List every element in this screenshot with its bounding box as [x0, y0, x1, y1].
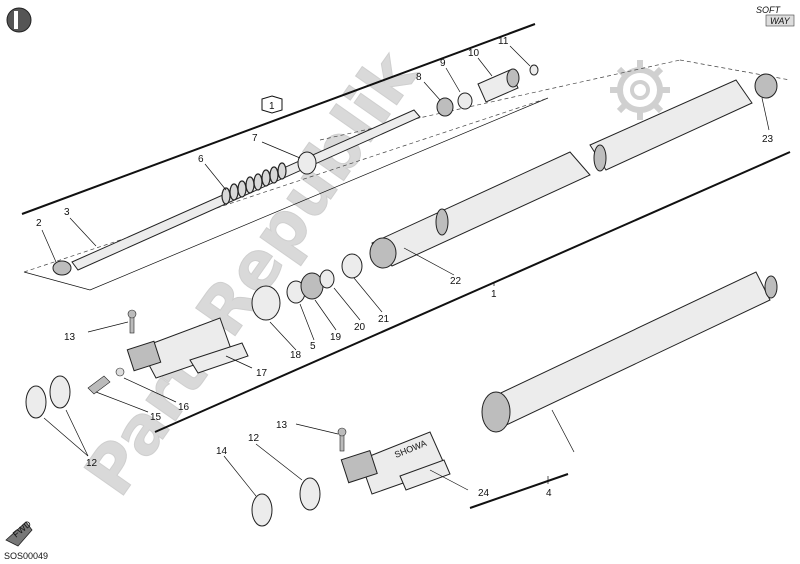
clamp-pair-left [25, 375, 71, 419]
callout-7: 7 [252, 133, 258, 144]
clamp-pair-bottom [251, 477, 321, 527]
callout-2: 2 [36, 218, 42, 229]
callout-14: 14 [216, 446, 228, 457]
assembly-marker-label: 1 [269, 101, 275, 112]
brand-top: SOFT [756, 5, 782, 15]
callout-13b: 13 [276, 420, 288, 431]
callout-1: 1 [491, 289, 497, 300]
leader-lines [41, 45, 770, 497]
bolt-13-upper [127, 309, 137, 334]
callout-24: 24 [478, 488, 490, 499]
callout-16: 16 [178, 402, 190, 413]
callout-12a: 12 [86, 458, 98, 469]
drawing-code: SOS00049 [4, 551, 48, 561]
callout-17: 17 [256, 368, 268, 379]
callout-12b: 12 [248, 433, 260, 444]
watermark: PartsRepublik [70, 36, 670, 510]
assembly-marker: 1 [261, 95, 283, 114]
callout-10: 10 [468, 48, 480, 59]
callout-13a: 13 [64, 332, 76, 343]
forward-arrow-icon: FWD [5, 518, 33, 547]
brand-logo: SOFT WAY [756, 5, 795, 27]
callout-21: 21 [378, 314, 390, 325]
assembly-brackets [21, 23, 791, 509]
callout-9: 9 [440, 58, 446, 69]
callout-5: 5 [310, 341, 316, 352]
callout-6: 6 [198, 154, 204, 165]
gear-icon [610, 60, 670, 120]
callout-23: 23 [762, 134, 774, 145]
lower-fork-leg: SHOWA [337, 271, 778, 495]
spring [221, 162, 287, 205]
damper-rod-assembly [52, 64, 539, 276]
upper-fork-tube [371, 73, 778, 267]
brand-bottom: WAY [770, 16, 791, 26]
callout-18: 18 [290, 350, 302, 361]
top-cap [477, 68, 520, 103]
info-circle-icon [6, 7, 32, 33]
bolt-13-lower [337, 427, 347, 452]
bolt-15 [87, 367, 125, 395]
callout-22: 22 [450, 276, 462, 287]
callout-20: 20 [354, 322, 366, 333]
seal-stack [251, 237, 397, 321]
callout-8: 8 [416, 72, 422, 83]
callout-4: 4 [546, 488, 552, 499]
callout-11: 11 [498, 36, 509, 47]
callout-15: 15 [150, 412, 162, 423]
upper-fork-foot [87, 309, 249, 395]
callout-3: 3 [64, 207, 70, 218]
callout-19: 19 [330, 332, 342, 343]
callout-labels: 1 2 3 4 5 6 7 8 9 10 11 12 12 13 13 14 1… [36, 36, 774, 499]
